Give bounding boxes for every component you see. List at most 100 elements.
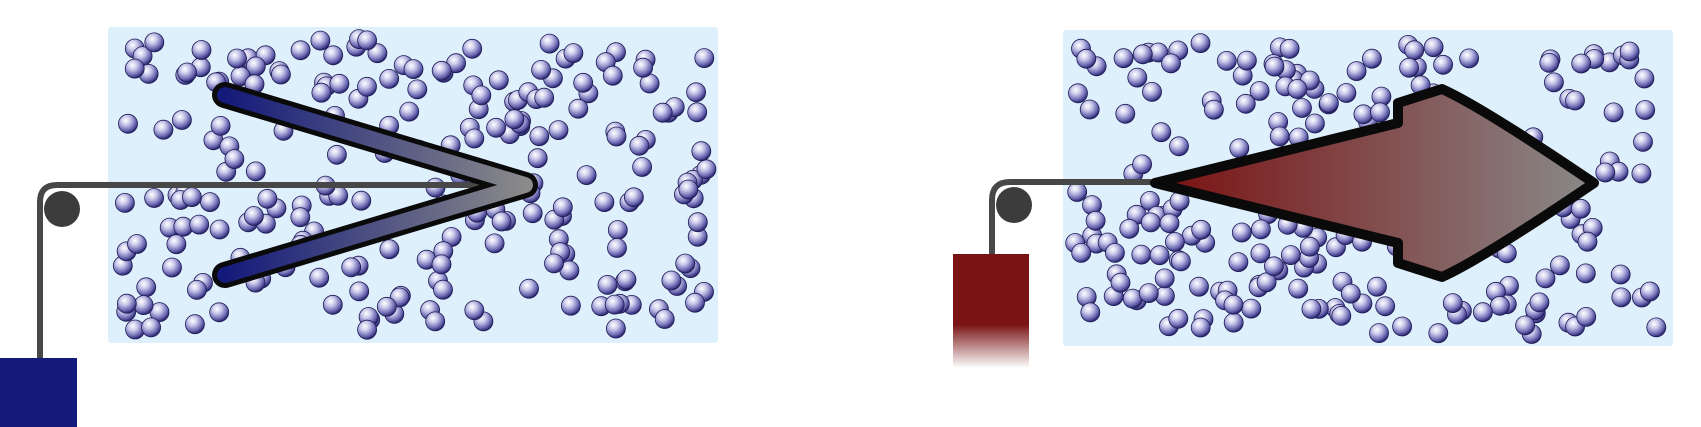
gas-particle <box>597 274 618 295</box>
gas-particle <box>616 269 637 290</box>
gas-particle <box>200 192 220 213</box>
gas-particle <box>1353 104 1374 125</box>
gas-particle <box>1264 256 1284 277</box>
gas-particle <box>629 135 650 156</box>
gas-particle <box>1250 243 1271 264</box>
gas-particle <box>573 72 594 93</box>
gas-particle <box>1631 163 1652 184</box>
gas-particle <box>379 69 400 89</box>
gas-particle <box>1235 93 1256 114</box>
gas-particle <box>624 187 644 208</box>
gas-particle <box>1154 268 1175 289</box>
gas-particle <box>1288 278 1309 299</box>
gas-particle <box>1119 218 1140 239</box>
gas-particle <box>1595 162 1616 183</box>
gas-particle <box>539 33 560 54</box>
gas-particle <box>1151 122 1172 143</box>
gas-particle <box>1634 68 1655 89</box>
gas-particle <box>357 319 378 340</box>
gas-particle <box>433 279 453 300</box>
gas-particle <box>1067 182 1088 202</box>
gas-particle <box>189 214 210 235</box>
gas-particle <box>1550 255 1570 276</box>
gas-particle <box>127 234 147 254</box>
gas-particle <box>1132 44 1153 65</box>
gas-particle <box>1190 317 1211 338</box>
gas-particle <box>606 126 627 147</box>
gas-particle <box>1264 56 1285 77</box>
gas-particle <box>209 302 230 323</box>
gas-particle <box>563 43 584 63</box>
gas-particle <box>529 126 550 147</box>
right-rope <box>989 179 1153 258</box>
gas-particle <box>1404 40 1425 61</box>
gas-particle <box>224 149 245 170</box>
gas-particle <box>607 238 627 258</box>
gas-particle <box>633 57 653 78</box>
gas-particle <box>257 188 278 209</box>
gas-particle <box>687 212 708 233</box>
gas-particle <box>678 179 699 200</box>
gas-particle <box>686 82 706 103</box>
gas-particle <box>654 309 675 329</box>
gas-particle <box>1140 212 1161 233</box>
gas-particle <box>1539 53 1560 73</box>
gas-particle <box>1535 268 1556 289</box>
gas-particle <box>1149 245 1170 266</box>
gas-particle <box>464 300 485 321</box>
gas-particle <box>661 270 682 291</box>
gas-particle <box>484 233 505 254</box>
gas-particle <box>1228 252 1249 273</box>
gas-particle <box>1571 53 1592 74</box>
gas-particle <box>379 239 400 260</box>
gas-particle <box>1299 236 1320 257</box>
gas-particle <box>136 277 157 298</box>
gas-particle <box>531 60 551 80</box>
gas-particle <box>431 254 452 275</box>
gas-particle <box>1229 138 1250 159</box>
gas-particle <box>141 317 162 338</box>
gas-particle <box>118 113 138 134</box>
gas-particle <box>1216 51 1237 71</box>
gas-particle <box>1223 294 1244 315</box>
gas-particle <box>1161 53 1181 74</box>
gas-particle <box>376 296 397 317</box>
gas-particle <box>1515 315 1535 336</box>
gas-particle <box>1433 54 1453 75</box>
gas-particle <box>171 110 192 130</box>
gas-particle <box>357 76 377 97</box>
gas-particle <box>115 192 135 213</box>
gas-particle <box>519 278 539 299</box>
gas-particle <box>691 141 712 162</box>
gas-particle <box>1189 276 1209 297</box>
gas-particle <box>1223 312 1244 333</box>
gas-particle <box>491 211 512 232</box>
gas-particle <box>696 159 717 180</box>
gas-particle <box>1544 72 1564 93</box>
gas-particle <box>462 38 483 59</box>
gas-particle <box>488 70 509 91</box>
gas-particle <box>309 267 330 288</box>
gas-particle <box>1635 100 1656 120</box>
gas-particle <box>552 197 573 218</box>
gas-particle <box>1190 33 1211 53</box>
gas-particle <box>1570 198 1591 219</box>
gas-particle <box>1603 102 1624 123</box>
gas-particle <box>1168 308 1189 329</box>
gas-particle <box>310 30 331 51</box>
gas-particle <box>322 294 343 315</box>
gas-particle <box>607 220 628 240</box>
gas-particle <box>351 190 372 211</box>
gas-particle <box>1577 231 1598 252</box>
left-chevron-fill <box>217 87 533 283</box>
gas-particle <box>522 203 543 224</box>
gas-particle <box>548 120 569 141</box>
gas-particle <box>166 234 187 255</box>
gas-particle <box>1428 323 1449 344</box>
gas-particle <box>1367 276 1387 297</box>
gas-particle <box>568 98 589 119</box>
gas-particle <box>694 48 715 68</box>
right-weight <box>953 254 1029 368</box>
